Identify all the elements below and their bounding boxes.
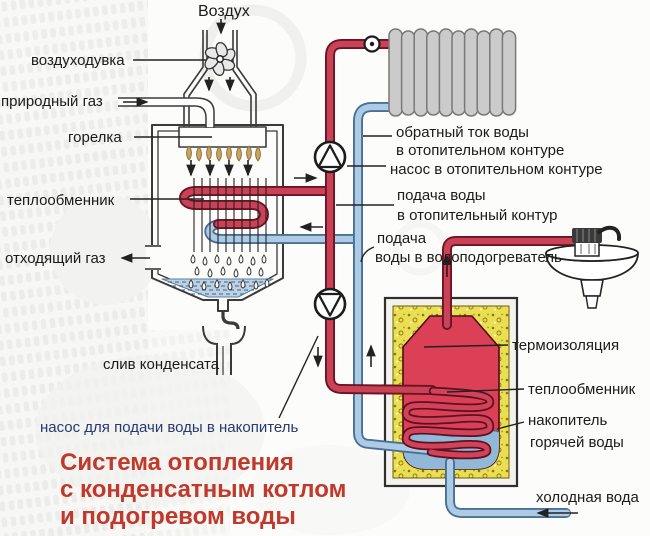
background-photo: [0, 0, 307, 536]
heating-circuit-pump: [313, 140, 347, 174]
diagram-title: Система отопления с конденсатным котлом …: [60, 449, 346, 530]
label-storage-pump: насос для подачи воды в накопитель: [40, 419, 299, 436]
label-air: Воздух: [198, 3, 250, 20]
label-hot-storage-line1: накопитель: [528, 412, 608, 429]
hot-pipes: [179, 39, 595, 460]
title-line-1: Система отопления: [60, 449, 294, 476]
label-natural-gas: природный газ: [1, 93, 103, 110]
storage-feed-pump: [313, 287, 347, 321]
sink: [545, 225, 639, 309]
faucet-icon: [572, 225, 622, 257]
label-hot-storage-line2: горячей воды: [530, 434, 624, 451]
label-blower: воздуходувка: [31, 52, 125, 69]
condensate-trap: [202, 311, 246, 375]
label-circuit-pump: насос в отопительном контуре: [390, 161, 603, 178]
label-supply-line2: в отопительный контур: [397, 207, 558, 224]
title-line-2: с конденсатным котлом: [60, 476, 347, 503]
pointer-lines: [130, 59, 525, 430]
label-exhaust-gas: отходящий газ: [5, 250, 106, 267]
label-tank-heat-exchanger: теплообменник: [528, 381, 636, 398]
radiator-valve-icon: [363, 35, 381, 53]
flue-gas-lines: [193, 178, 267, 252]
flow-arrows: [120, 19, 578, 518]
label-return-flow-line1: обратный ток воды: [396, 124, 529, 141]
exhaust-outlet: [146, 245, 160, 270]
label-return-flow-line2: в отопительном контуре: [396, 142, 565, 159]
label-supply-line1: подача воды: [397, 187, 486, 204]
label-heater-supply-line1: подача: [377, 230, 427, 247]
label-condensate-drain: слив конденсата: [103, 356, 220, 373]
label-heater-supply-line2: воды в водоподогреватель: [375, 249, 562, 266]
label-insulation: термоизоляция: [512, 337, 620, 354]
label-cold-water: холодная вода: [536, 489, 639, 506]
gas-pipe: [118, 97, 215, 128]
label-boiler-heat-exchanger: теплообменник: [7, 192, 115, 209]
blower-fan-icon: [203, 40, 237, 78]
title-line-3: и подогревом воды: [60, 503, 296, 530]
label-burner: горелка: [68, 129, 122, 146]
radiator: [388, 28, 517, 117]
